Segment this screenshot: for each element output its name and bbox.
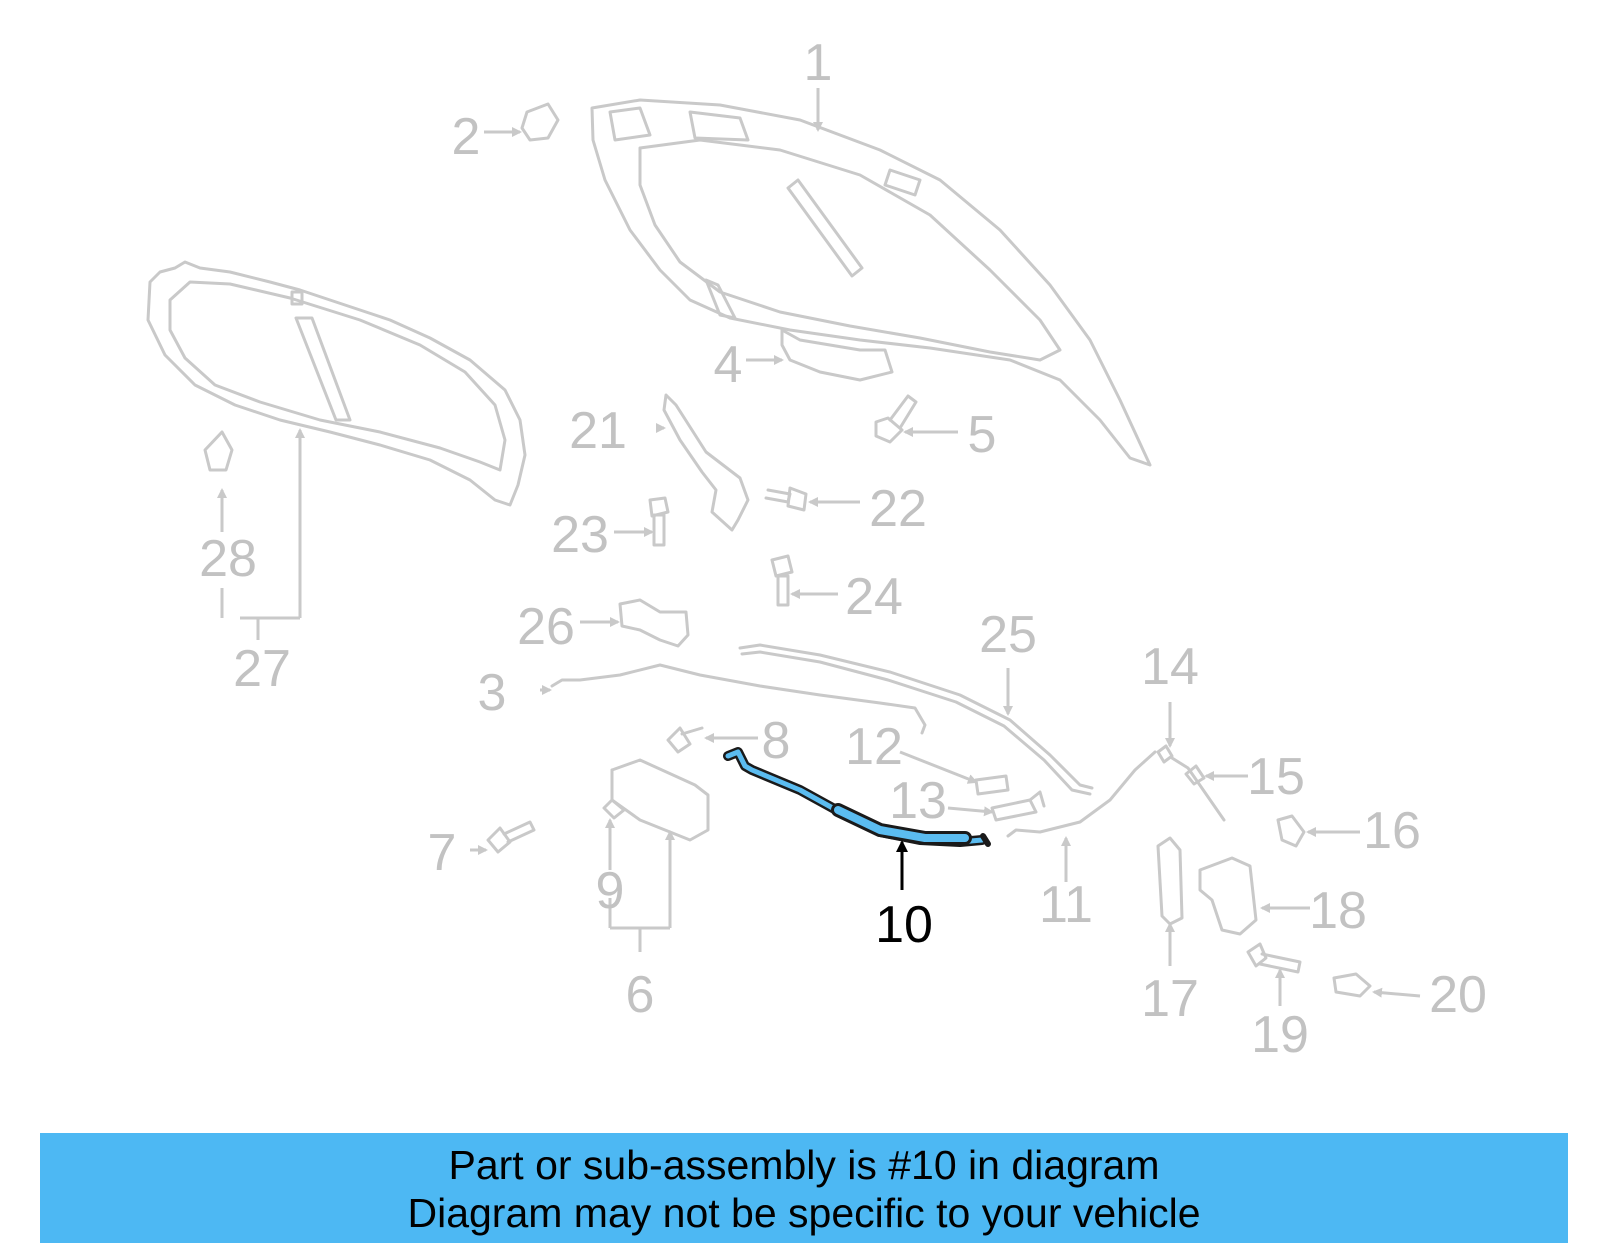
cable-part-11: [1006, 750, 1157, 838]
clip-part-26: [618, 598, 690, 648]
clip-part-20: [1332, 972, 1372, 998]
release-cable-part-3: [550, 663, 927, 735]
callout-20: 20: [1429, 966, 1487, 1024]
clip-part-12: [974, 774, 1010, 796]
retainer-part-28: [203, 430, 234, 472]
info-banner: Part or sub-assembly is #10 in diagram D…: [40, 1133, 1568, 1243]
clip-part-16: [1276, 814, 1306, 848]
callout-27: 27: [233, 640, 291, 698]
banner-line-disclaimer: Diagram may not be specific to your vehi…: [407, 1190, 1201, 1236]
callout-9: 9: [596, 862, 625, 920]
bolt-part-5: [874, 394, 918, 444]
callout-18: 18: [1309, 882, 1367, 940]
hood-part: [590, 98, 1152, 467]
callout-4: 4: [714, 336, 743, 394]
bolt-part-7: [486, 820, 536, 854]
cable-end-part-15: [1170, 756, 1226, 822]
clip-part-14: [1156, 744, 1174, 764]
banner-line-part-number: Part or sub-assembly is #10 in diagram: [448, 1142, 1160, 1188]
callout-11: 11: [1039, 876, 1093, 934]
callout-10: 10: [875, 896, 933, 954]
bumper-part-2: [520, 102, 560, 142]
bolt-part-19: [1246, 942, 1302, 974]
callout-21: 21: [569, 402, 627, 460]
callout-19: 19: [1251, 1006, 1309, 1064]
callout-28: 28: [199, 530, 257, 588]
cable-part-25: [738, 643, 1094, 790]
latch-part-6: [602, 758, 710, 842]
bolt-part-22: [764, 486, 808, 512]
handle-part-17: [1156, 836, 1184, 926]
bolt-part-23: [648, 496, 670, 547]
callout-labels: 1 2 3 4 5 6 7 8 9 10 11 12 13 14 15 16 1…: [199, 34, 1487, 1064]
clip-part-13: [990, 790, 1046, 822]
callout-2: 2: [452, 108, 481, 166]
callout-6: 6: [626, 966, 655, 1024]
callout-16: 16: [1363, 802, 1421, 860]
callout-17: 17: [1141, 970, 1199, 1028]
bolt-part-8: [666, 726, 704, 754]
callout-15: 15: [1247, 748, 1305, 806]
handle-part-18: [1198, 856, 1258, 936]
callout-3: 3: [478, 664, 507, 722]
bracket-part-21: [662, 393, 750, 532]
cable-part-10-highlighted: [723, 747, 991, 847]
callout-13: 13: [889, 772, 947, 830]
callout-26: 26: [517, 598, 575, 656]
striker-part-4: [780, 328, 894, 382]
hood-insulator-part: [146, 260, 527, 507]
callout-23: 23: [551, 506, 609, 564]
callout-1: 1: [804, 34, 833, 92]
callout-12: 12: [845, 718, 903, 776]
callout-14: 14: [1141, 638, 1199, 696]
callout-5: 5: [968, 406, 997, 464]
callout-25: 25: [979, 606, 1037, 664]
callout-22: 22: [869, 480, 927, 538]
callout-8: 8: [762, 712, 791, 770]
bolt-part-24: [770, 554, 794, 607]
callout-24: 24: [845, 568, 903, 626]
callout-7: 7: [428, 824, 457, 882]
leader-lines: [217, 88, 1421, 1006]
